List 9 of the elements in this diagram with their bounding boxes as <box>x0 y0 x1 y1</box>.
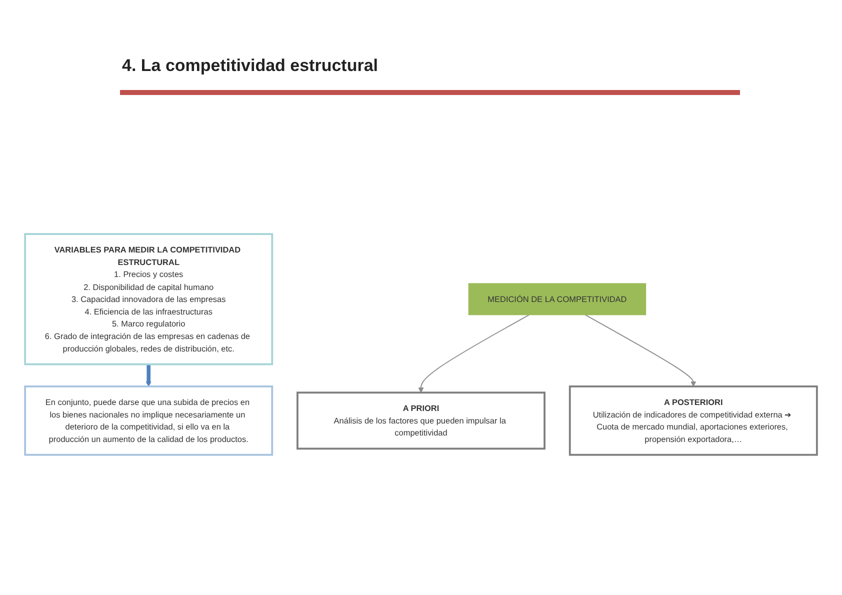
arrow <box>146 364 152 387</box>
page-title: 4. La competitividad estructural <box>122 56 378 76</box>
node-box: A POSTERIORI Utilización de indicadores de competitividad externa ➔ Cuota de mercado mundial, aportaciones exteriores, propensión exportadora,… <box>568 386 818 456</box>
arrow <box>418 314 530 393</box>
arrow <box>584 314 696 387</box>
node-box: VARIABLES PARA MEDIR LA COMPETITIVIDAD ESTRUCTURAL 1. Precios y costes 2. Disponibilidad de capital humano 3. Capacidad innovadora de las empresas 4. Eficiencia de las infraestructuras 5. Marco regulatorio 6. Grado de integración de las empresas en cadenas de producción globales, redes de distribución, etc. <box>24 233 274 366</box>
node-box: MEDICIÓN DE LA COMPETITIVIDAD <box>468 283 646 316</box>
node-box: En conjunto, puede darse que una subida de precios en los bienes nacionales no implique necesariamente un deterioro de la competitividad, si ello va en la producción un aumento de la calidad de los productos. <box>24 386 274 456</box>
node-box: A PRIORI Análisis de los factores que pueden impulsar la competitividad <box>296 392 546 450</box>
